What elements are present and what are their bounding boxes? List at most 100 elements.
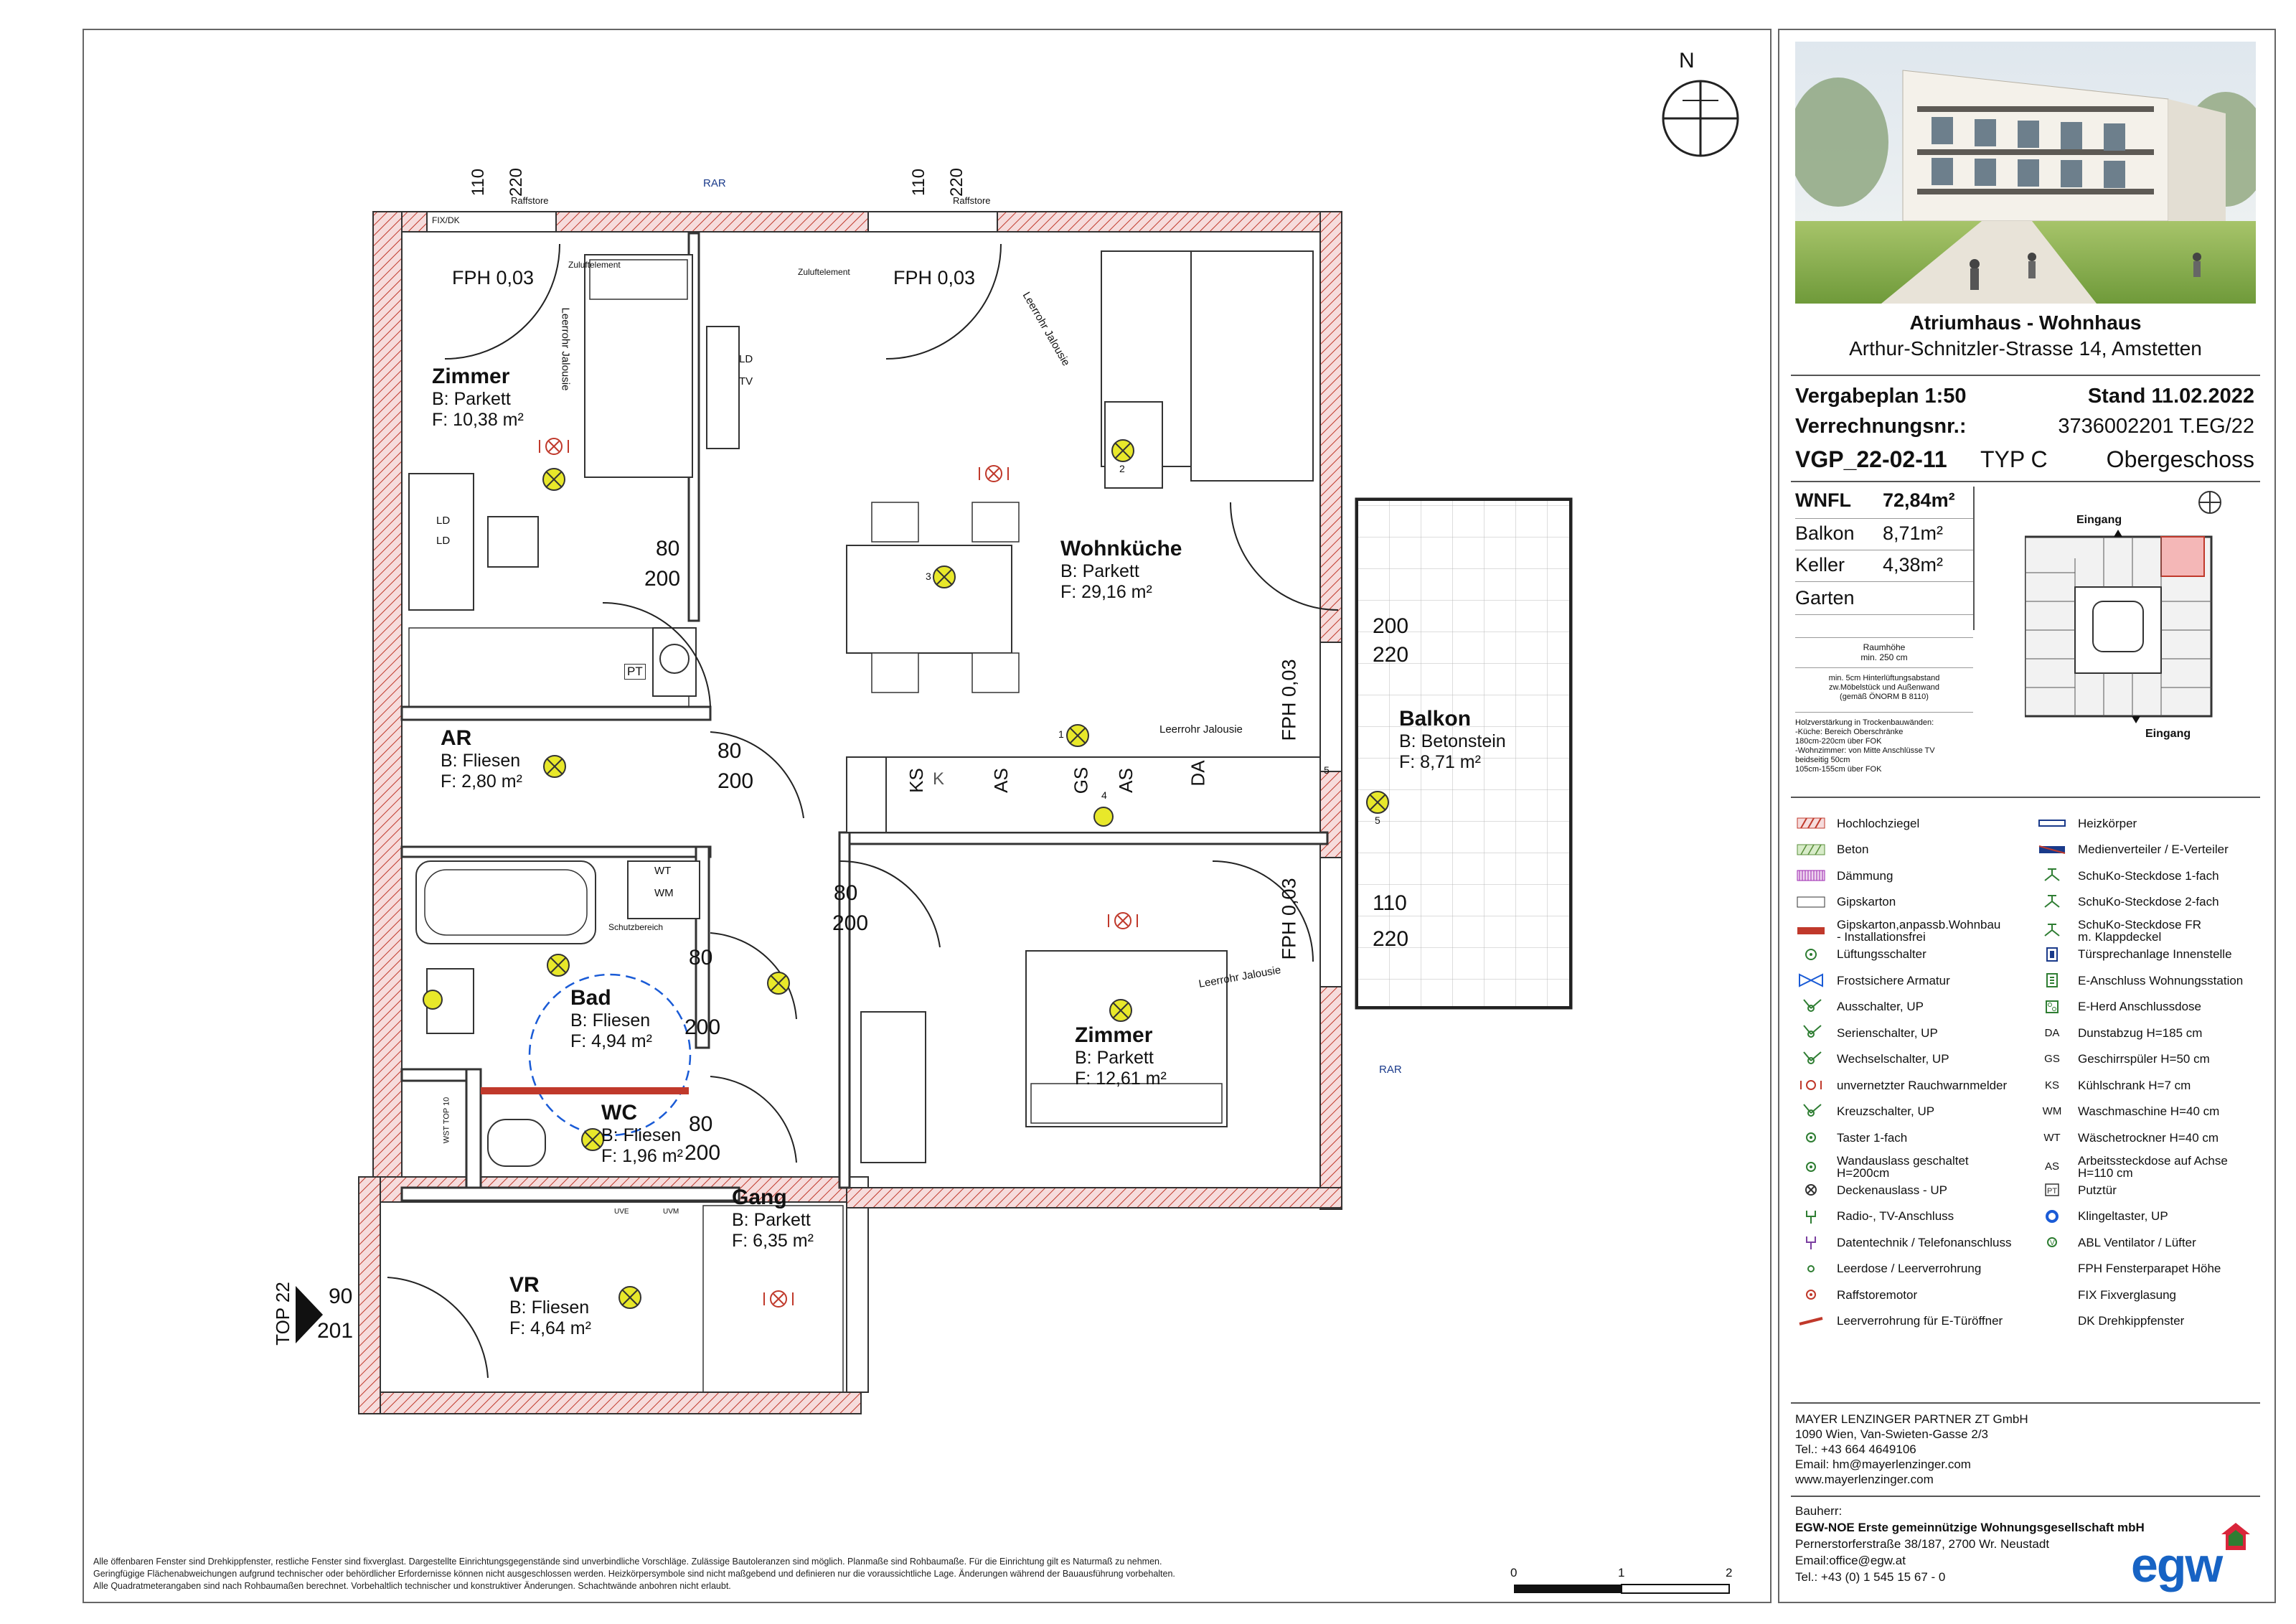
door-dim: 200 [832, 911, 869, 935]
legend-symbol-icon [1795, 998, 1827, 1016]
fph-label: FPH 0,03 [452, 267, 535, 288]
geschoss-label: Obergeschoss [2106, 446, 2254, 472]
legend-symbol-icon [2036, 866, 2068, 885]
rar-label: RAR [703, 177, 726, 189]
legend-symbol-icon [2036, 1259, 2068, 1278]
room-name: Wohnküche [1060, 537, 1182, 560]
legend-symbol-icon [2036, 893, 2068, 911]
legend-label: Taster 1-fach [1837, 1130, 1908, 1145]
room-area: F: 10,38 m² [432, 410, 524, 430]
typ-label: TYP C [1980, 446, 2048, 472]
building-rendering-image [1795, 42, 2256, 304]
keller-label: Keller [1795, 554, 1845, 576]
legend-item: Wandauslass geschaltet H=200cm [1795, 1155, 1969, 1179]
room-zimmer-2: Zimmer B: Parkett F: 12,61 m² [1075, 1023, 1167, 1089]
legend-symbol-icon [1795, 1312, 1827, 1330]
legend-label: SchuKo-Steckdose 2-fach [2078, 895, 2219, 909]
titleblock-frame [1778, 29, 2276, 1603]
client-tel: Tel.: +43 (0) 1 545 15 67 - 0 [1795, 1570, 1946, 1584]
client-name: EGW-NOE Erste gemeinnützige Wohnungsgese… [1795, 1521, 2145, 1534]
plan-type: Vergabeplan 1:50 [1795, 385, 1967, 408]
legend-symbol-icon [1795, 1285, 1827, 1304]
door-dim: 80 [834, 881, 858, 905]
entry-dim: 201 [317, 1319, 354, 1343]
legend-label: E-Anschluss Wohnungsstation [2078, 973, 2244, 987]
uve-label: UVE [614, 1208, 629, 1216]
legend-label: Frostsichere Armatur [1837, 973, 1950, 987]
legend-label: Waschmaschine H=40 cm [2078, 1104, 2220, 1118]
scale-bar [1514, 1584, 1730, 1594]
room-area: F: 29,16 m² [1060, 582, 1152, 602]
room-name: Bad [570, 986, 611, 1010]
legend-item: FPH Fensterparapet Höhe [2036, 1259, 2221, 1278]
egw-logo-icon [2221, 1523, 2250, 1550]
client-street: Pernerstorferstraße 38/187, 2700 Wr. Neu… [1795, 1537, 2050, 1551]
legend-label: Leerdose / Leerverrohrung [1837, 1262, 1982, 1275]
floor-plan [296, 80, 1739, 1594]
balkon-label: Balkon [1795, 522, 1855, 544]
circuit-number: 5 [1324, 764, 1330, 776]
legend-item: Türsprechanlage Innenstelle [2036, 945, 2232, 964]
zuluft-label: Zuluftelement [798, 267, 850, 277]
dim-top-right-220: 220 [947, 167, 967, 197]
legend-item: Leerdose / Leerverrohrung [1795, 1259, 1981, 1278]
room-area: F: 4,64 m² [509, 1318, 591, 1338]
legend-item: SchuKo-Steckdose 1-fach [2036, 866, 2219, 885]
room-floor: B: Fliesen [441, 751, 521, 771]
legend-symbol-icon [2036, 998, 2068, 1016]
legend-item: Datentechnik / Telefonanschluss [1795, 1233, 2012, 1252]
vgp-code: VGP_22-02-11 [1795, 446, 1947, 472]
circuit-number: 5 [1375, 815, 1380, 826]
legend-item: SchuKo-Steckdose 2-fach [2036, 893, 2219, 911]
project-title: Atriumhaus - Wohnhaus [1909, 311, 2142, 334]
door-dim: 80 [689, 946, 713, 970]
legend-symbol-icon [1795, 1233, 1827, 1252]
legend-item: Deckenauslass - UP [1795, 1181, 1947, 1199]
room-name: Zimmer [1075, 1023, 1153, 1047]
legend-symbol-icon [2036, 1285, 2068, 1304]
room-name: AR [441, 726, 472, 750]
legend-label: Wäschetrockner H=40 cm [2078, 1130, 2219, 1145]
kitchen-label-da: DA [1187, 760, 1209, 787]
titleblock: Atriumhaus - Wohnhaus Arthur-Schnitzler-… [1779, 30, 2272, 1599]
plan-frame [83, 29, 1772, 1603]
legend-item: Radio-, TV-Anschluss [1795, 1207, 1954, 1226]
key-plan: Eingang Eingang [1982, 487, 2254, 788]
ld-label: LD [436, 535, 451, 547]
legend-symbol-icon [1795, 1207, 1827, 1226]
legend-item: Raffstoremotor [1795, 1285, 1917, 1304]
scale-label: 2 [1726, 1566, 1733, 1580]
balkon-dim: 220 [1373, 643, 1409, 667]
room-floor: B: Fliesen [601, 1125, 682, 1145]
wm-label: WM [654, 887, 674, 899]
legend-item: FIX Fixverglasung [2036, 1285, 2176, 1304]
legend-symbol-icon: GS [2044, 1053, 2060, 1065]
legend-label: Gipskarton [1837, 895, 1896, 909]
legend-symbol-icon [2036, 1207, 2068, 1226]
kitchen-label-k: K [933, 769, 945, 789]
holzverstaerkung-note: Holzverstärkung in Trockenbauwänden: -Kü… [1795, 712, 1973, 774]
verrechnung-value: 3736002201 T.EG/22 [2058, 415, 2254, 438]
legend-label: unvernetzter Rauchwarnmelder [1837, 1078, 2008, 1092]
legend-item: DK Drehkippfenster [2036, 1312, 2184, 1330]
room-name: Gang [732, 1186, 787, 1209]
legend-symbol-icon [1795, 893, 1827, 911]
keller-value: 4,38m² [1883, 554, 1944, 576]
scale-label: 0 [1510, 1566, 1518, 1580]
legend-label: SchuKo-Steckdose FR m. Klappdeckel [2078, 918, 2201, 944]
legend-label: Wechselschalter, UP [1837, 1052, 1949, 1066]
eingang-bottom-label: Eingang [2145, 728, 2191, 740]
door-dim: 200 [644, 567, 681, 591]
legend-item: SchuKo-Steckdose FR m. Klappdeckel [2036, 919, 2201, 943]
legend-label: Heizkörper [2078, 816, 2137, 830]
divider [1791, 481, 2260, 482]
legend-symbol-icon [1795, 1158, 1827, 1176]
legend-symbol-icon: PT [2036, 1181, 2068, 1199]
legend-symbol-icon [2036, 840, 2068, 859]
legend-symbol-icon [1795, 1128, 1827, 1147]
legend-label: Datentechnik / Telefonanschluss [1837, 1235, 2012, 1249]
